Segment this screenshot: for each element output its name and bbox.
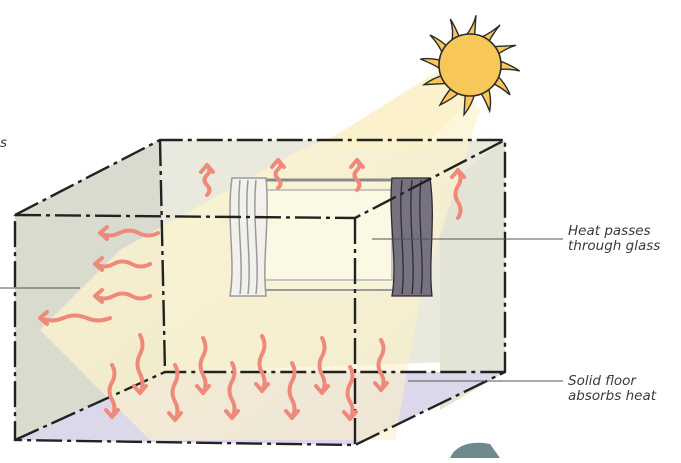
label-line: Heat passes: [568, 224, 660, 239]
label-line: through glass: [568, 239, 660, 254]
label-solid-floor-absorbs-heat: Solid floor absorbs heat: [568, 374, 656, 404]
label-line: absorbs heat: [568, 389, 656, 404]
curtain-icon: [391, 178, 432, 296]
corner-shape: [450, 443, 500, 458]
label-fragment: s: [0, 136, 7, 151]
label-line: Solid floor: [568, 374, 656, 389]
curtain-icon: [230, 178, 267, 296]
label-heat-passes-through-glass: Heat passes through glass: [568, 224, 660, 254]
